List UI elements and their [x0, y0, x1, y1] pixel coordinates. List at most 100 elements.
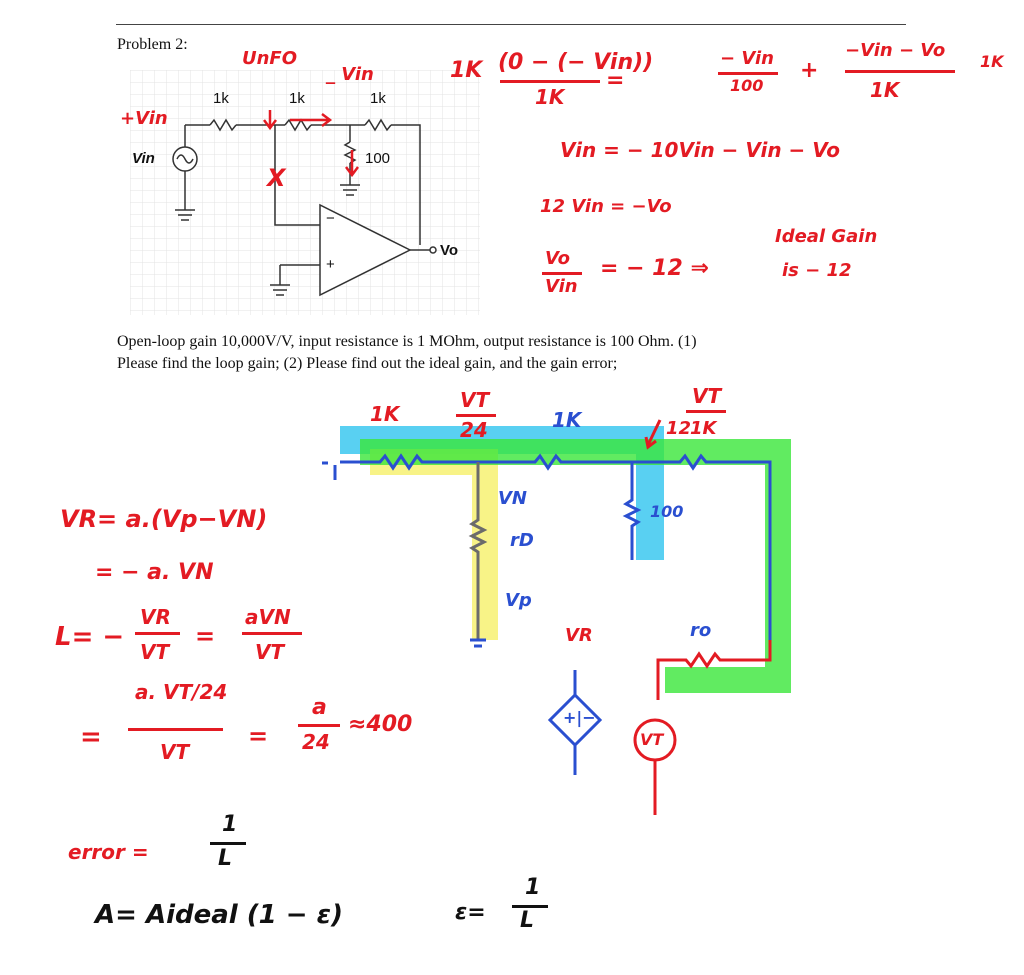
wire-main	[340, 453, 772, 640]
eq-error: error =	[68, 840, 149, 864]
schematic-grid	[130, 70, 480, 315]
l2-line	[128, 728, 223, 731]
wire-rd	[468, 462, 488, 640]
eq3: 12 Vin = −Vo	[540, 196, 672, 217]
eq-eps-num: 1	[525, 875, 541, 900]
eq4-num: Vo	[545, 248, 570, 269]
eq-l-eq: =	[195, 622, 216, 650]
eq1-left: 1K	[450, 58, 483, 83]
eq1-b-den: 1K	[870, 78, 900, 102]
eq-l-left: L= −	[55, 622, 125, 652]
red-arrow-r4	[345, 150, 359, 178]
note-plus-vin: +Vin	[120, 108, 168, 129]
label-vr: VR	[565, 625, 593, 646]
problem-label: Problem 2:	[117, 36, 188, 53]
eq-l2-frac-num: a	[312, 695, 327, 720]
eq-l-frac1-den: VT	[140, 640, 170, 664]
eq1-den: 1K	[535, 85, 565, 109]
eq1-tail: 1K	[980, 52, 1004, 71]
label-r100: 100	[650, 502, 684, 521]
opamp-minus: −	[326, 210, 335, 227]
ac-wave	[176, 154, 194, 164]
r4-label: 100	[365, 150, 391, 167]
wire-node	[274, 125, 320, 226]
ground-3	[270, 284, 290, 296]
highlight-green	[360, 439, 791, 693]
eq1-fracline	[500, 80, 600, 83]
eq1-a-fracline	[718, 72, 778, 75]
eq1-num: (0 − (− Vin))	[498, 50, 654, 75]
eq1-a-den: 100	[730, 76, 764, 95]
eq-eps: ε=	[455, 900, 486, 925]
wire-mid-3	[391, 124, 421, 245]
eq-l2-eq: =	[80, 722, 102, 752]
opamp	[319, 203, 412, 297]
vt24-fracline	[456, 414, 496, 417]
circuit-schematic	[130, 70, 480, 315]
note-vnfo: UnFO	[242, 48, 298, 69]
ground-rd	[470, 638, 486, 648]
r1-label: 1k	[213, 90, 229, 107]
error-line	[210, 842, 246, 845]
output-node	[429, 246, 437, 254]
eq-l2-num: a. VT/24	[135, 680, 228, 704]
eq-l-frac2-num: aVN	[245, 605, 291, 629]
eps-line	[512, 905, 548, 908]
red-arrow-right	[290, 113, 333, 127]
eq-error-num: 1	[222, 812, 238, 837]
eq1-b-fracline	[845, 70, 955, 73]
label-ro: ro	[690, 620, 712, 641]
eq-l-frac2-den: VT	[255, 640, 285, 664]
wire-ro	[656, 640, 772, 700]
eq1-plus: +	[800, 58, 819, 83]
resistor-r3	[364, 118, 392, 132]
ground-1	[175, 209, 195, 221]
eq-vr: VR= a.(Vp−VN)	[60, 505, 268, 533]
ideal-gain-2: is − 12	[782, 260, 852, 281]
eq-error-den: L	[218, 846, 233, 871]
eq-l-frac1-num: VR	[140, 605, 171, 629]
vo-label: Vo	[440, 242, 459, 259]
resistor-r2	[284, 118, 312, 132]
eq-a: A= Aideal (1 − ε)	[95, 900, 343, 930]
label-r-left: 1K	[370, 402, 400, 426]
eq-l2-den: VT	[160, 740, 190, 764]
label-vt12-num: VT	[692, 384, 722, 408]
label-vn: VN	[498, 488, 527, 509]
note-x-mark: X	[267, 164, 286, 192]
eq4-fracline	[542, 272, 582, 275]
vin-label: Vin	[132, 150, 155, 167]
r3-label: 1k	[370, 90, 386, 107]
highlight-yellow	[370, 449, 498, 640]
label-r-mid: 1K	[552, 408, 582, 432]
eq4-den: Vin	[545, 276, 578, 297]
label-vt12-den: 12	[666, 418, 692, 439]
label-vp: Vp	[505, 590, 532, 611]
resistor-r4	[343, 141, 357, 164]
label-r-right: 1K	[690, 418, 717, 439]
label-dep-source: +|−	[563, 708, 596, 727]
l-frac1-line	[135, 632, 180, 635]
arrow-vt12	[644, 419, 662, 450]
eq-eps-den: L	[520, 908, 535, 933]
eq2: Vin = − 10Vin − Vin − Vo	[560, 138, 841, 162]
opamp-plus: +	[326, 256, 335, 273]
eq-vr-2: = − a. VN	[95, 560, 214, 585]
eq4-rest: = − 12 ⇒	[600, 256, 709, 281]
ideal-gain-1: Ideal Gain	[775, 226, 878, 247]
eq1-b-num: −Vin − Vo	[845, 40, 946, 61]
wire-left-source	[322, 461, 337, 480]
wire-plus	[279, 264, 320, 285]
label-vt24-den: 24	[460, 418, 488, 442]
r2-label: 1k	[289, 90, 305, 107]
eq-l2-frac-den: 24	[302, 730, 330, 754]
label-vt24-num: VT	[460, 388, 490, 412]
eq1-equals: =	[606, 68, 625, 93]
l2-frac-line	[298, 724, 340, 727]
note-vn: _ Vin	[326, 64, 374, 85]
label-rd: rD	[510, 530, 534, 551]
top-rule	[116, 24, 906, 25]
l-frac2-line	[242, 632, 302, 635]
question-line-2: Please find the loop gain; (2) Please fi…	[117, 355, 618, 372]
